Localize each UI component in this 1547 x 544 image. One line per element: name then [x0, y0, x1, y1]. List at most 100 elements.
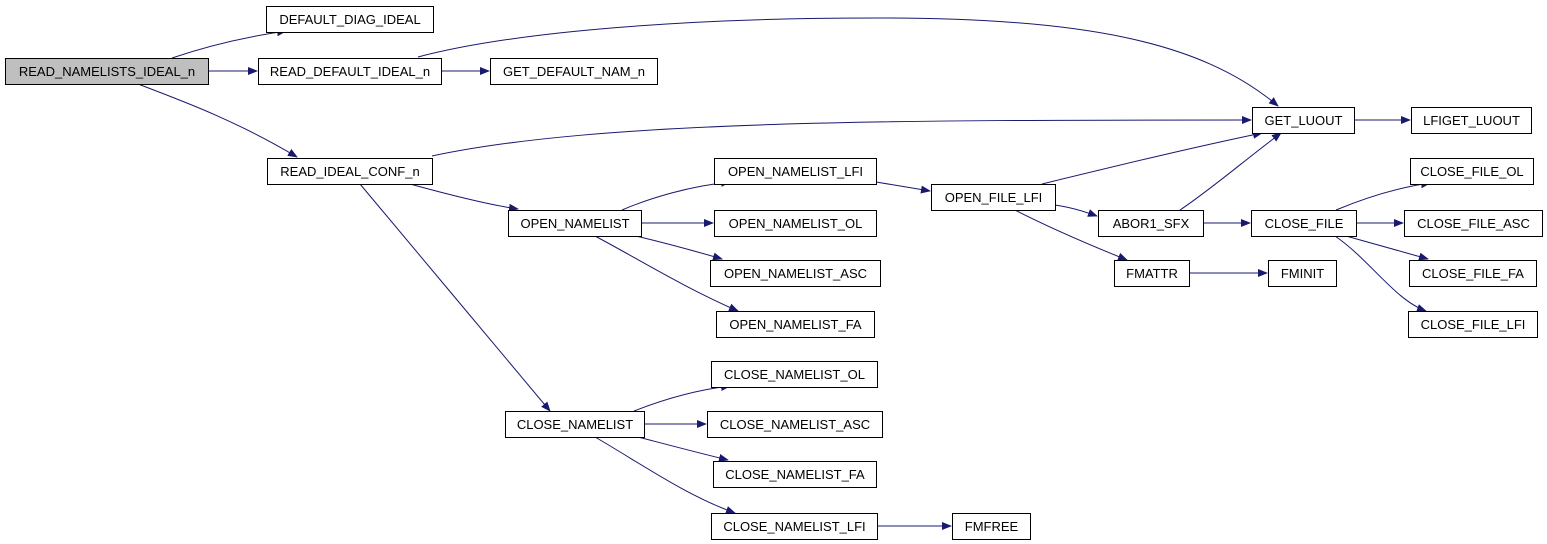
node-box — [490, 58, 658, 85]
node-fmattr[interactable]: FMATTR — [1114, 260, 1190, 287]
node-close-file-asc[interactable]: CLOSE_FILE_ASC — [1404, 210, 1543, 237]
node-label: CLOSE_NAMELIST_ASC — [720, 417, 870, 432]
node-close-namelist[interactable]: CLOSE_NAMELIST — [505, 411, 645, 438]
node-label: GET_DEFAULT_NAM_n — [503, 64, 645, 79]
node-read-default-ideal-n[interactable]: READ_DEFAULT_IDEAL_n — [258, 58, 442, 85]
node-close-namelist-ol[interactable]: CLOSE_NAMELIST_OL — [711, 361, 878, 388]
node-open-namelist-fa[interactable]: OPEN_NAMELIST_FA — [716, 311, 875, 338]
node-open-namelist-lfi[interactable]: OPEN_NAMELIST_LFI — [714, 158, 877, 185]
node-label: READ_DEFAULT_IDEAL_n — [270, 64, 430, 79]
node-box — [1411, 107, 1532, 134]
node-box — [711, 361, 878, 388]
node-abor1-sfx[interactable]: ABOR1_SFX — [1098, 210, 1204, 237]
node-box — [1410, 158, 1534, 185]
edges-layer — [137, 17, 1431, 530]
node-label: LFIGET_LUOUT — [1423, 113, 1520, 128]
edge-abor1-sfx-to-get-luout — [1179, 132, 1282, 211]
node-open-namelist-asc[interactable]: OPEN_NAMELIST_ASC — [710, 260, 881, 287]
node-label: CLOSE_NAMELIST_LFI — [723, 519, 865, 534]
node-label: ABOR1_SFX — [1113, 216, 1190, 231]
edge-read-ideal-conf-n-to-open-namelist — [409, 183, 519, 212]
node-box — [5, 58, 209, 85]
nodes-layer: READ_NAMELISTS_IDEAL_n DEFAULT_DIAG_IDEAL… — [5, 6, 1543, 540]
node-read-ideal-conf-n[interactable]: READ_IDEAL_CONF_n — [267, 158, 433, 185]
node-box — [710, 260, 881, 287]
node-box — [1098, 210, 1204, 237]
edge-open-namelist-to-open-namelist-fa — [594, 235, 739, 312]
node-box — [714, 158, 877, 185]
node-close-namelist-fa[interactable]: CLOSE_NAMELIST_FA — [713, 461, 877, 488]
edge-read-default-ideal-n-to-get-luout — [417, 17, 1279, 107]
edge-open-file-lfi-to-fmattr — [1014, 209, 1128, 261]
edge-close-namelist-to-close-namelist-ol — [633, 383, 731, 412]
edge-open-namelist-to-open-namelist-lfi — [621, 178, 731, 211]
node-label: OPEN_NAMELIST_FA — [729, 317, 862, 332]
node-box — [711, 513, 878, 540]
node-box — [707, 411, 883, 438]
node-box — [714, 210, 877, 237]
node-close-file-fa[interactable]: CLOSE_FILE_FA — [1409, 260, 1537, 287]
node-label: FMFREE — [965, 519, 1019, 534]
node-box — [505, 411, 645, 438]
node-box — [1251, 210, 1357, 237]
node-fminit[interactable]: FMINIT — [1268, 260, 1337, 287]
node-label: CLOSE_FILE_ASC — [1417, 216, 1530, 231]
node-box — [508, 210, 642, 237]
node-label: OPEN_NAMELIST_LFI — [728, 164, 863, 179]
node-box — [1268, 260, 1337, 287]
edge-open-file-lfi-to-abor1-sfx — [1054, 204, 1098, 217]
edge-close-file-to-close-file-lfi — [1334, 235, 1427, 312]
node-box — [713, 461, 877, 488]
node-label: CLOSE_FILE_LFI — [1421, 317, 1526, 332]
node-close-namelist-lfi[interactable]: CLOSE_NAMELIST_LFI — [711, 513, 878, 540]
node-label: CLOSE_NAMELIST_FA — [725, 467, 865, 482]
node-label: READ_NAMELISTS_IDEAL_n — [19, 64, 195, 79]
edge-read-namelists-ideal-n-to-default-diag-ideal — [171, 28, 287, 59]
node-box — [258, 58, 442, 85]
node-box — [931, 184, 1056, 211]
node-fmfree[interactable]: FMFREE — [952, 513, 1031, 540]
edge-close-file-to-close-file-fa — [1345, 235, 1429, 261]
node-close-file[interactable]: CLOSE_FILE — [1251, 210, 1357, 237]
node-label: CLOSE_NAMELIST_OL — [724, 367, 865, 382]
node-open-namelist[interactable]: OPEN_NAMELIST — [508, 210, 642, 237]
node-label: FMATTR — [1126, 266, 1178, 281]
node-label: OPEN_NAMELIST — [520, 216, 629, 231]
node-box — [716, 311, 875, 338]
node-get-luout[interactable]: GET_LUOUT — [1252, 107, 1355, 134]
node-box — [1252, 107, 1355, 134]
node-label: READ_IDEAL_CONF_n — [280, 164, 419, 179]
node-label: DEFAULT_DIAG_IDEAL — [279, 12, 420, 27]
node-close-namelist-asc[interactable]: CLOSE_NAMELIST_ASC — [707, 411, 883, 438]
node-get-default-nam-n[interactable]: GET_DEFAULT_NAM_n — [490, 58, 658, 85]
node-lfiget-luout[interactable]: LFIGET_LUOUT — [1411, 107, 1532, 134]
node-label: CLOSE_NAMELIST — [517, 417, 633, 432]
node-read-namelists-ideal-n[interactable]: READ_NAMELISTS_IDEAL_n — [5, 58, 209, 85]
node-label: CLOSE_FILE_FA — [1422, 266, 1524, 281]
edge-close-file-to-close-file-ol — [1335, 180, 1431, 211]
node-default-diag-ideal[interactable]: DEFAULT_DIAG_IDEAL — [266, 6, 434, 33]
node-box — [1408, 311, 1538, 338]
node-label: GET_LUOUT — [1264, 113, 1342, 128]
node-label: OPEN_FILE_LFI — [945, 190, 1043, 205]
node-label: OPEN_NAMELIST_OL — [729, 216, 863, 231]
node-label: CLOSE_FILE — [1265, 216, 1344, 231]
node-open-namelist-ol[interactable]: OPEN_NAMELIST_OL — [714, 210, 877, 237]
node-open-file-lfi[interactable]: OPEN_FILE_LFI — [931, 184, 1056, 211]
edge-close-namelist-to-close-namelist-lfi — [594, 436, 736, 514]
node-label: OPEN_NAMELIST_ASC — [724, 266, 867, 281]
edge-open-namelist-lfi-to-open-file-lfi — [875, 181, 931, 194]
edge-read-ideal-conf-n-to-close-namelist — [359, 183, 551, 412]
node-box — [267, 158, 433, 185]
node-label: CLOSE_FILE_OL — [1420, 164, 1523, 179]
edge-read-ideal-conf-n-to-get-luout — [431, 116, 1252, 157]
node-box — [952, 513, 1031, 540]
edge-open-file-lfi-to-get-luout — [1041, 130, 1263, 185]
node-close-file-ol[interactable]: CLOSE_FILE_OL — [1410, 158, 1534, 185]
node-label: FMINIT — [1281, 266, 1324, 281]
node-close-file-lfi[interactable]: CLOSE_FILE_LFI — [1408, 311, 1538, 338]
node-box — [266, 6, 434, 33]
node-box — [1409, 260, 1537, 287]
edge-open-namelist-to-open-namelist-asc — [635, 235, 723, 261]
